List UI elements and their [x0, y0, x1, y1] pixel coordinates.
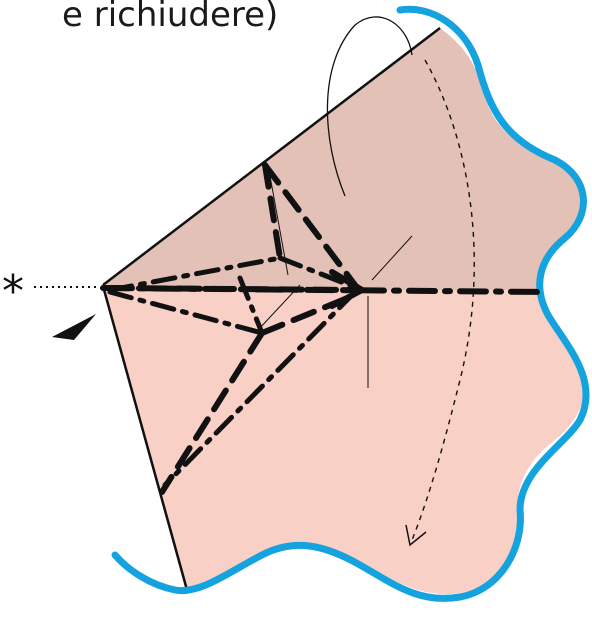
paper-edge-left [101, 285, 189, 591]
valley-folds [107, 162, 358, 495]
mountain-fold-line [162, 289, 358, 488]
torn-edge-right [111, 5, 590, 602]
paper-edge-top [102, 27, 441, 286]
curved-movement-arrow [326, 16, 413, 197]
valley-fold-line [262, 162, 358, 288]
dashed-arrowhead-icon [405, 524, 427, 547]
caption: e richiudere) [62, 0, 278, 35]
mountain-fold-line [107, 255, 283, 293]
paper-upper-flap [103, 28, 582, 290]
mountain-fold-line [107, 289, 265, 336]
asterisk-icon: * [2, 266, 24, 317]
valley-fold-line [159, 330, 265, 495]
paper-lower-region [103, 290, 586, 595]
fold-direction-arrow-icon [329, 269, 365, 309]
valley-fold-line [107, 285, 358, 293]
black-triangle-arrow-icon [52, 314, 96, 340]
mountain-fold-line [237, 275, 265, 336]
thin-guide-line [267, 164, 289, 276]
thin-guide-line [371, 235, 413, 281]
valley-fold-line [262, 162, 283, 261]
dashed-return-arrow [411, 59, 475, 541]
mountain-folds [107, 255, 365, 488]
